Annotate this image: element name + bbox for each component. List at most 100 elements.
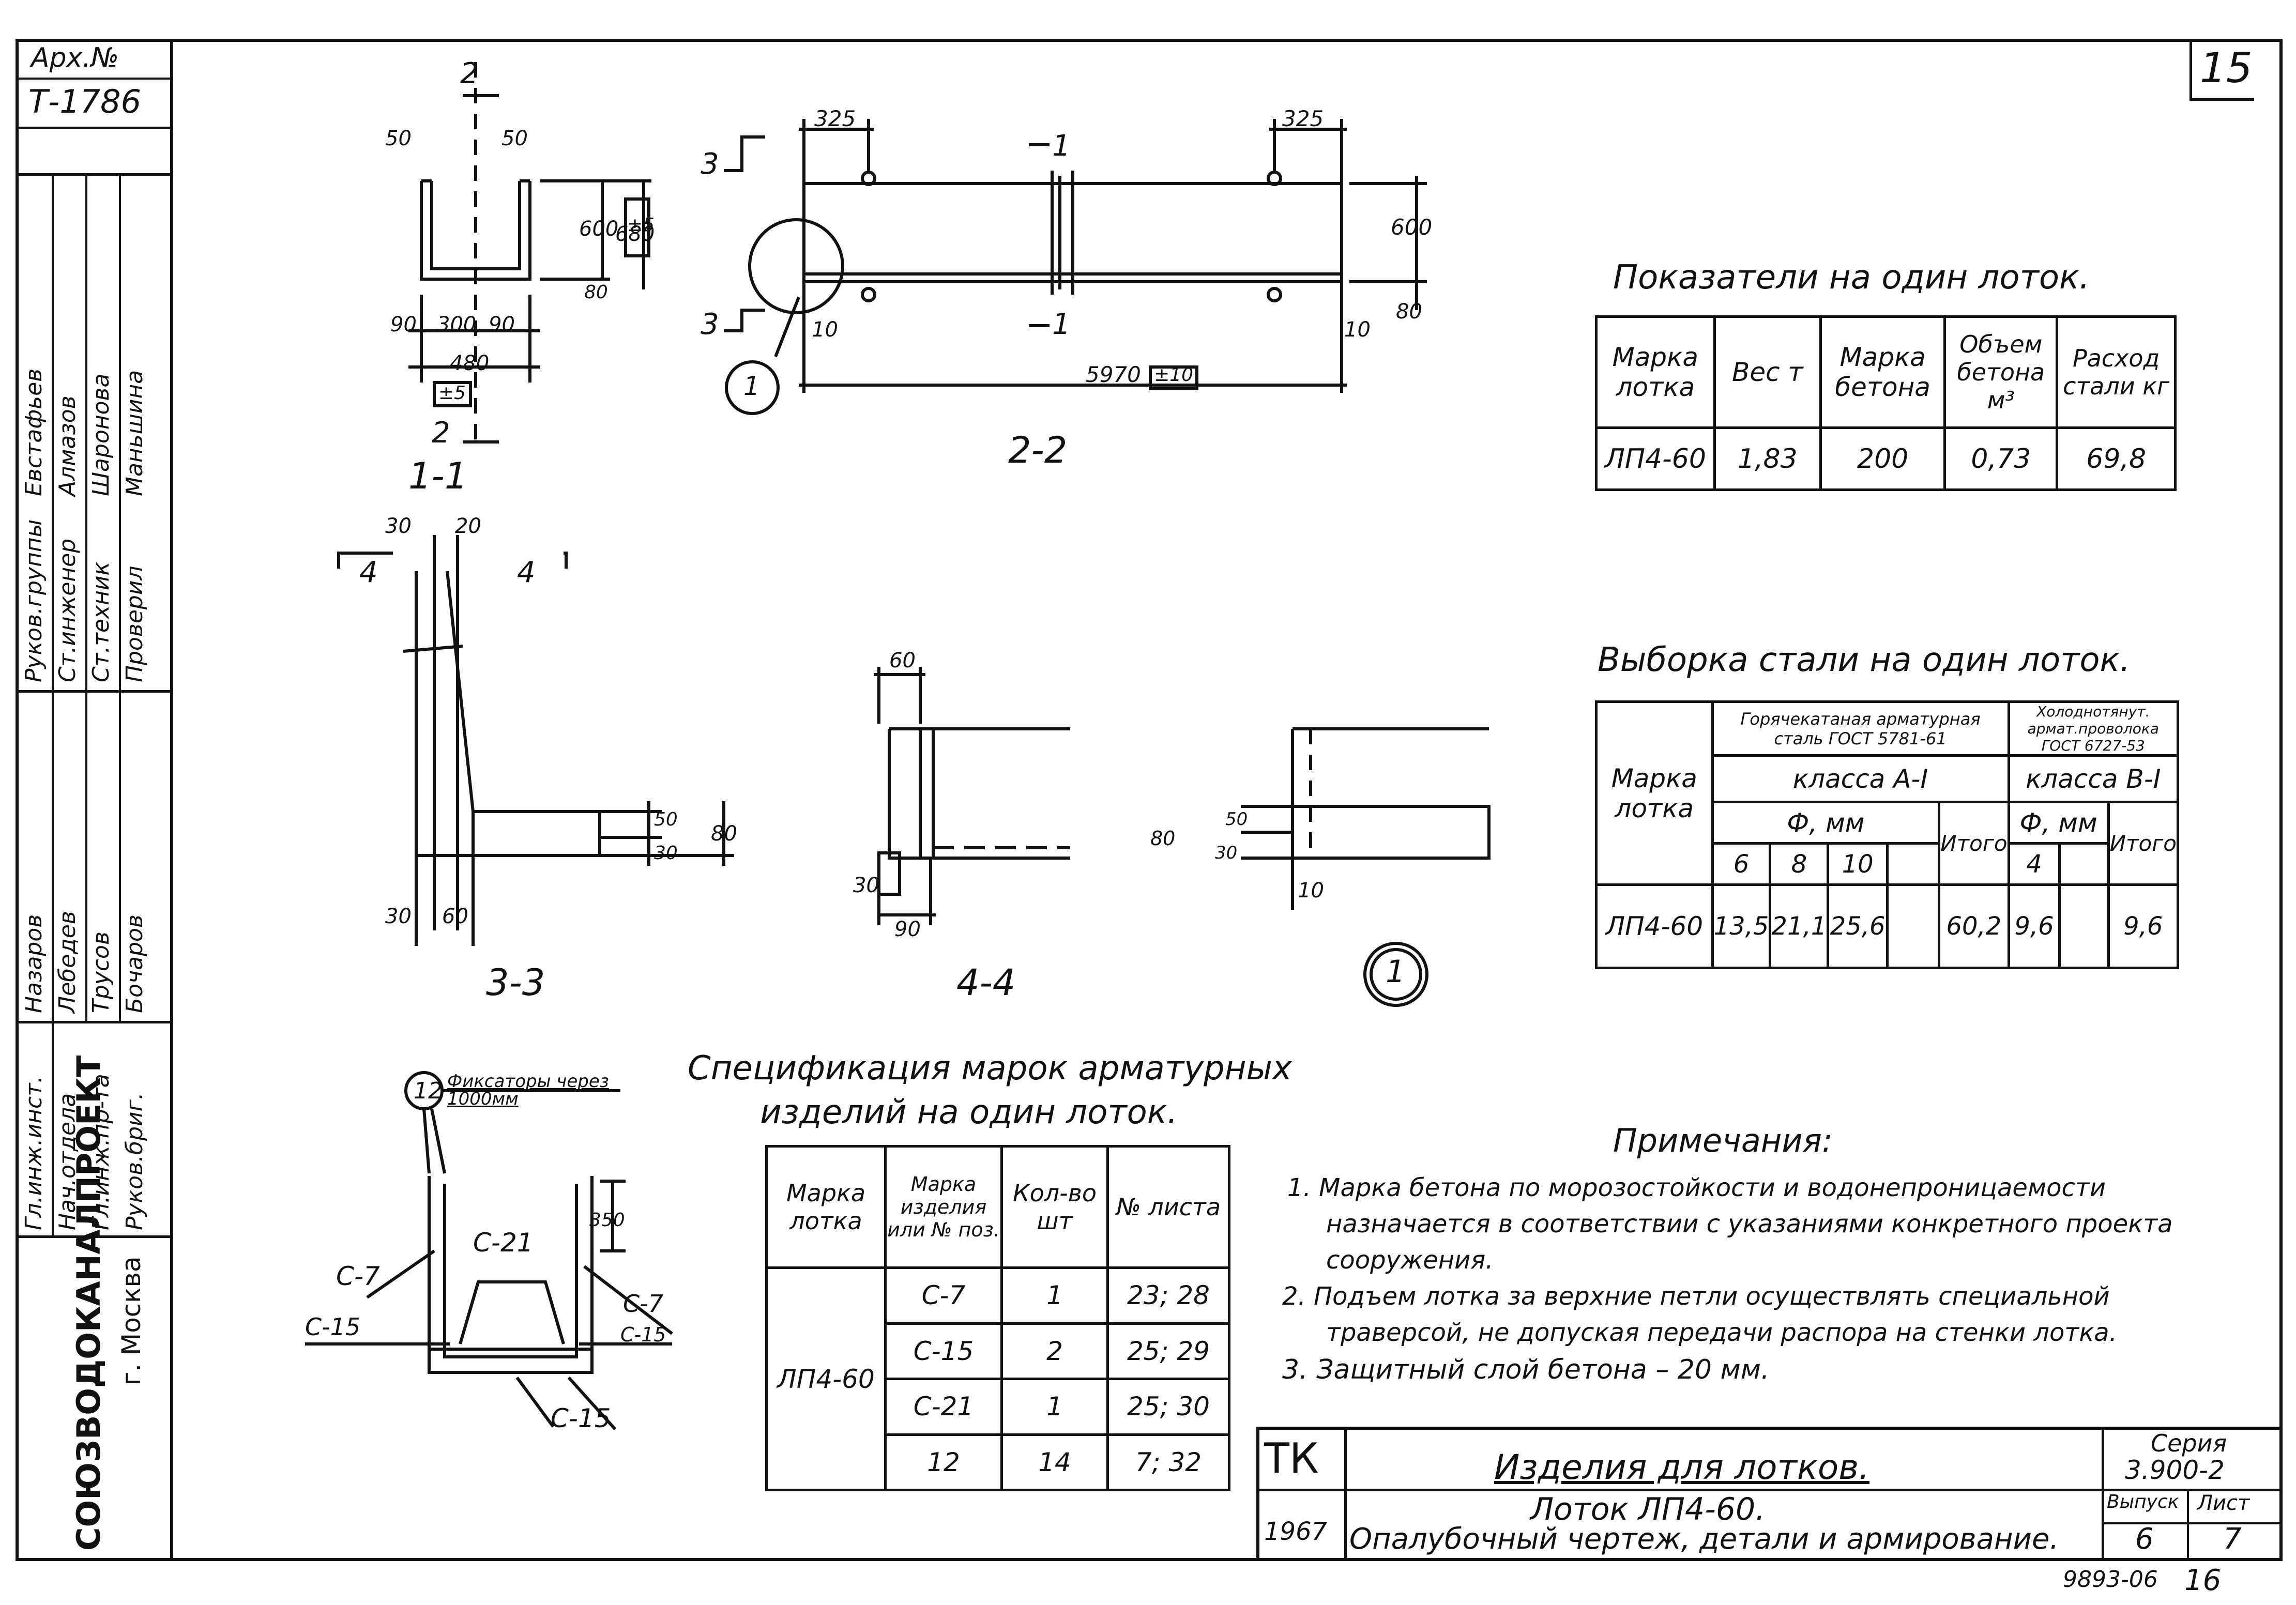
section-1-1-label: 1-1 <box>408 455 468 497</box>
cut-3-bottom: 3 <box>701 308 719 341</box>
dim-label: ±5 <box>438 383 466 404</box>
left-stamp <box>16 39 173 1561</box>
bottom-page: 16 <box>2184 1564 2222 1597</box>
dim-label: 600 <box>1391 215 1433 240</box>
series-value: 3.900-2 <box>2125 1455 2225 1485</box>
steel-d4: 4 <box>2007 842 2061 886</box>
dim-label: ±5 <box>627 215 655 236</box>
dim-label: 50 <box>654 809 678 830</box>
indicators-header: Вес т <box>1713 315 1822 429</box>
spec-title-2: изделий на один лоток. <box>760 1093 1178 1132</box>
cut-1-top: 1 <box>1052 129 1071 163</box>
dim-label: 80 <box>1396 300 1422 324</box>
dim-label: 325 <box>1282 106 1324 131</box>
sheet-value: 7 <box>2223 1522 2242 1556</box>
section-4-4-label: 4-4 <box>956 961 1016 1004</box>
cut-1-bottom: 1 <box>1052 308 1071 341</box>
drawing-frame <box>16 39 2283 1561</box>
label-c21: С-21 <box>473 1228 534 1258</box>
steel-d10: 10 <box>1827 842 1889 886</box>
dim-label: 325 <box>814 106 856 131</box>
dim-label: 10 <box>1344 318 1371 342</box>
spec-cell: 25; 30 <box>1106 1378 1230 1436</box>
spec-cell: 7; 32 <box>1106 1433 1230 1491</box>
dim-label: 50 <box>501 127 528 150</box>
fixators-label: Фиксаторы через 1000мм <box>447 1071 609 1109</box>
cut-2-bottom: 2 <box>432 416 450 450</box>
section-1-1-drawing <box>408 62 651 450</box>
steel-cell: 9,6 <box>2107 883 2180 969</box>
archive-box <box>16 39 173 129</box>
indicators-cell: 0,73 <box>1943 426 2059 491</box>
cut-2-top: 2 <box>460 57 479 90</box>
spec-table: Марка лотка Марка изделия или № поз. Кол… <box>765 1145 1230 1491</box>
detail-1-label: 1 <box>1386 954 1406 990</box>
spec-cell: 25; 29 <box>1106 1322 1230 1380</box>
spec-mark: ЛП4-60 <box>765 1266 887 1491</box>
label-c15-right: С-15 <box>620 1323 666 1346</box>
spec-cell: С-21 <box>884 1378 1003 1436</box>
reinforcement-drawing <box>305 1071 673 1431</box>
steel-title: Выборка стали на один лоток. <box>1598 641 2131 679</box>
bottom-number: 9893-06 <box>2063 1566 2158 1593</box>
sheet-label: Лист <box>2197 1491 2250 1515</box>
spec-header: Кол-во шт <box>1000 1145 1109 1269</box>
spec-cell: 1 <box>1000 1266 1109 1325</box>
indicators-cell: 1,83 <box>1713 426 1822 491</box>
year: 1967 <box>1264 1517 1328 1546</box>
section-3-3-drawing <box>337 535 734 946</box>
page-number: 15 <box>2200 44 2253 92</box>
note-line-5: траверсой, не допуская передачи распора … <box>1326 1318 2117 1347</box>
section-3-3-label: 3-3 <box>486 961 545 1004</box>
dim-label: 600 <box>579 217 619 241</box>
steel-d6: 6 <box>1711 842 1772 886</box>
label-c7-left: С-7 <box>336 1261 380 1291</box>
spec-title-1: Спецификация марок арматурных <box>688 1049 1292 1088</box>
note-line-4: 2. Подъем лотка за верхние петли осущест… <box>1282 1282 2110 1311</box>
section-4-4-drawing <box>874 667 1070 925</box>
spec-cell: 12 <box>884 1433 1003 1491</box>
series-label: Серия <box>2151 1429 2227 1457</box>
title-line-3: Опалубочный чертеж, детали и армирование… <box>1349 1522 2059 1556</box>
dim-label: 300 <box>437 313 477 337</box>
title-line-1: Изделия для лотков. <box>1494 1447 1870 1487</box>
steel-cell: 25,6 <box>1827 883 1889 969</box>
steel-cell: 60,2 <box>1938 883 2010 969</box>
steel-phi: Ф, мм <box>1711 801 1941 845</box>
steel-total: Итого <box>1938 801 2010 886</box>
dim-label: 30 <box>385 514 412 538</box>
dim-label: 30 <box>385 905 412 928</box>
dim-label: 80 <box>1150 827 1176 850</box>
indicators-cell: ЛП4-60 <box>1595 426 1716 491</box>
spec-cell: 14 <box>1000 1433 1109 1491</box>
indicators-header: Марка лотка <box>1595 315 1716 429</box>
detail-1-drawing <box>1241 727 1491 1007</box>
dim-label: 30 <box>853 874 879 897</box>
dim-label: 90 <box>390 313 417 337</box>
dim-label: 680 <box>615 222 655 246</box>
steel-empty <box>1886 842 1941 886</box>
indicators-header: Расход стали кг <box>2056 315 2177 429</box>
callout-12: 12 <box>414 1078 443 1104</box>
indicators-header: Марка бетона <box>1819 315 1947 429</box>
steel-total-2: Итого <box>2107 801 2180 886</box>
dim-label: 90 <box>489 313 515 337</box>
cut-3-top: 3 <box>701 147 719 181</box>
title-block <box>1256 1427 2283 1561</box>
dim-label: 480 <box>450 351 490 375</box>
issue-label: Выпуск <box>2107 1491 2179 1512</box>
spec-cell: С-15 <box>884 1322 1003 1380</box>
section-2-2-drawing <box>724 119 1427 415</box>
dim-label: ±10 <box>1154 364 1193 386</box>
note-line-2: назначается в соответствии с указаниями … <box>1326 1210 2173 1239</box>
title-line-2: Лоток ЛП4-60. <box>1530 1491 1766 1527</box>
steel-cell: 13,5 <box>1711 883 1772 969</box>
note-line-3: сооружения. <box>1326 1246 1494 1275</box>
dim-label: 30 <box>654 843 678 864</box>
steel-d8: 8 <box>1769 842 1830 886</box>
steel-class-a: класса А-I <box>1711 754 2010 803</box>
cut-4-right: 4 <box>517 556 536 589</box>
steel-cell <box>2058 883 2110 969</box>
steel-class-b: класса В-I <box>2007 754 2180 803</box>
archive-number: Т-1786 <box>28 83 142 120</box>
